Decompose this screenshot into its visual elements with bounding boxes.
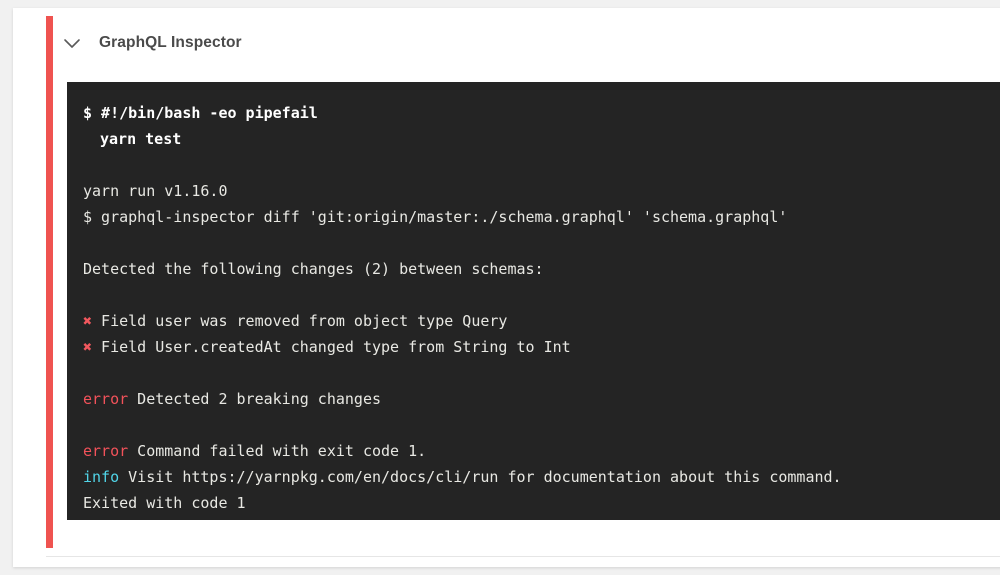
terminal-line-yarn-version: yarn run v1.16.0 xyxy=(83,178,1000,204)
terminal-line-change-2: ✖ Field User.createdAt changed type from… xyxy=(83,334,1000,360)
terminal-line-gap-4 xyxy=(83,360,1000,386)
log-message-text: Detected 2 breaking changes xyxy=(128,390,382,408)
terminal-command-text: $ #!/bin/bash -eo pipefail xyxy=(83,104,318,122)
terminal-line-list: $ #!/bin/bash -eo pipefail yarn test yarn … xyxy=(83,100,1000,516)
terminal-output-text: $ graphql-inspector diff 'git:origin/mas… xyxy=(83,208,788,226)
step-status-accent-bar xyxy=(46,16,53,548)
step-title: GraphQL Inspector xyxy=(99,34,242,52)
terminal-line-info-visit: info Visit https://yarnpkg.com/en/docs/c… xyxy=(83,464,1000,490)
terminal-output-text: Detected the following changes (2) betwe… xyxy=(83,260,544,278)
terminal-line-gap-1 xyxy=(83,152,1000,178)
log-level-label-error: error xyxy=(83,442,129,460)
terminal-line-exited: Exited with code 1 xyxy=(83,490,1000,516)
terminal-line-error-breaking: error Detected 2 breaking changes xyxy=(83,386,1000,412)
terminal-output-text: Exited with code 1 xyxy=(83,494,246,512)
terminal-log-output[interactable]: $ #!/bin/bash -eo pipefail yarn test yarn … xyxy=(67,82,1000,520)
terminal-line-detected: Detected the following changes (2) betwe… xyxy=(83,256,1000,282)
log-level-label-info: info xyxy=(83,468,120,486)
build-step-card: GraphQL Inspector $ #!/bin/bash -eo pipe… xyxy=(13,8,1000,567)
terminal-line-error-exit: error Command failed with exit code 1. xyxy=(83,438,1000,464)
breaking-change-text: Field User.createdAt changed type from S… xyxy=(92,338,571,356)
step-header-toggle[interactable]: GraphQL Inspector xyxy=(59,22,999,64)
log-message-text: Visit https://yarnpkg.com/en/docs/cli/ru… xyxy=(119,468,842,486)
chevron-down-icon[interactable] xyxy=(59,30,85,56)
breaking-change-text: Field user was removed from object type … xyxy=(92,312,508,330)
card-divider xyxy=(46,556,1000,557)
breaking-change-x-icon: ✖ xyxy=(83,312,93,330)
terminal-line-gap-3 xyxy=(83,282,1000,308)
terminal-line-yarn-test: yarn test xyxy=(83,126,1000,152)
terminal-line-change-1: ✖ Field user was removed from object typ… xyxy=(83,308,1000,334)
terminal-line-shebang: $ #!/bin/bash -eo pipefail xyxy=(83,100,1000,126)
log-level-label-error: error xyxy=(83,390,129,408)
terminal-output-text: yarn run v1.16.0 xyxy=(83,182,228,200)
log-message-text: Command failed with exit code 1. xyxy=(128,442,427,460)
terminal-command-text: yarn test xyxy=(100,130,182,148)
terminal-line-gap-5 xyxy=(83,412,1000,438)
breaking-change-x-icon: ✖ xyxy=(83,338,93,356)
terminal-line-inspector-diff: $ graphql-inspector diff 'git:origin/mas… xyxy=(83,204,1000,230)
terminal-line-gap-2 xyxy=(83,230,1000,256)
